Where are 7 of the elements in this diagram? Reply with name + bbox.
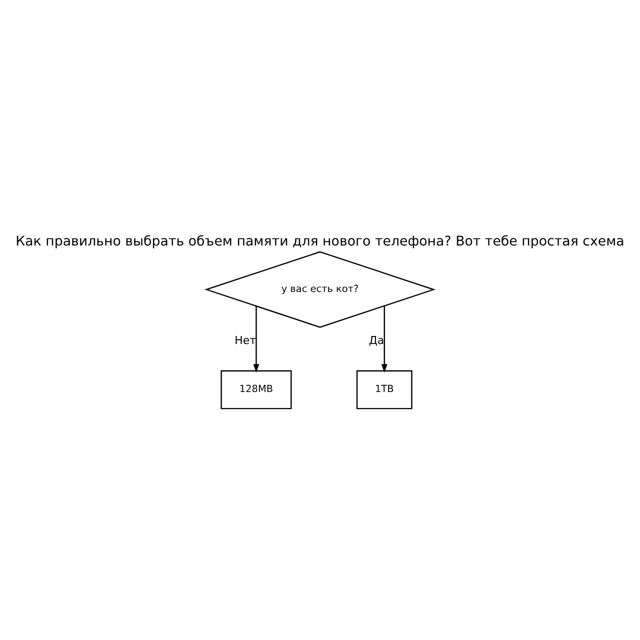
arrow xyxy=(253,306,260,372)
node-box: 128MB xyxy=(220,370,292,409)
node-box: 1TB xyxy=(356,370,412,409)
edge-label: Да xyxy=(368,334,384,347)
arrow xyxy=(381,305,388,372)
node-diamond: у вас есть кот? xyxy=(204,250,436,328)
diagram-title: Как правильно выбрать объем памяти для нового телефона? Вот тебе простая схема xyxy=(16,234,624,250)
